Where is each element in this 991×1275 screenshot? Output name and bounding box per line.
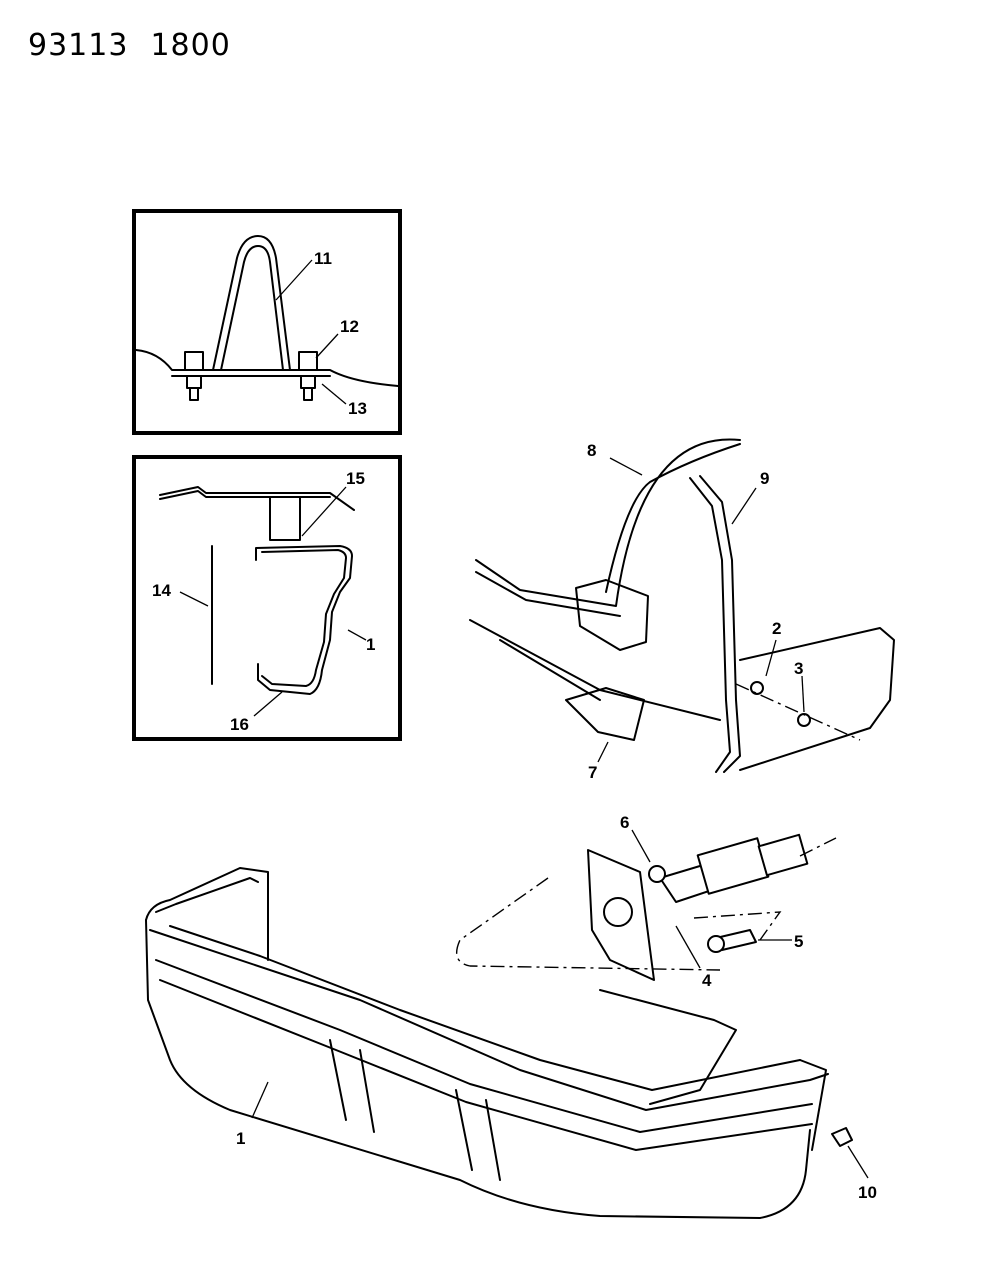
quarter-panel-8-lower [475, 571, 621, 617]
leader-3 [801, 675, 805, 713]
leader-4 [675, 925, 701, 969]
callout-1-inset: 1 [366, 635, 375, 654]
bumper-left-end [145, 867, 269, 961]
leader-1 [251, 1081, 269, 1119]
callout-9: 9 [760, 469, 769, 488]
inset-panel-line [135, 349, 399, 387]
callout-2: 2 [772, 619, 781, 638]
leader-6 [631, 829, 651, 863]
callout-12: 12 [340, 317, 359, 336]
vehicle-rear-body: 8 9 2 3 7 [469, 438, 895, 782]
bumper-center-pad-left [329, 1039, 375, 1133]
bracket-11-inner [220, 245, 284, 371]
centerline-absorber [799, 837, 837, 857]
leader-10 [847, 1145, 869, 1179]
callout-13: 13 [348, 399, 367, 418]
leader-1-inset [347, 629, 367, 641]
bumper-right-end [799, 1059, 827, 1151]
screw-10 [831, 1127, 853, 1147]
leader-16 [253, 691, 283, 717]
leader-8 [609, 457, 643, 476]
quarter-panel-8 [475, 438, 741, 607]
bolt-left [184, 351, 204, 401]
diagram-header: 93113 1800 [28, 28, 253, 63]
leader-15 [301, 486, 347, 537]
inset-bracket-detail: 11 12 13 [132, 209, 402, 435]
callout-14: 14 [152, 581, 171, 600]
absorber-cylinder [757, 833, 809, 877]
callout-16: 16 [230, 715, 249, 734]
section-top-panel-2 [159, 490, 331, 500]
leader-9 [731, 487, 757, 525]
washer-6 [648, 865, 666, 883]
quarter-panel-8-edge [605, 443, 741, 593]
centerline-fasteners [735, 683, 861, 741]
support-bracket-7 [565, 687, 645, 741]
leader-11 [275, 259, 313, 301]
section-top-panel [159, 486, 355, 511]
inset-section-detail: 15 14 1 16 [132, 455, 402, 741]
bolt-5-head [707, 935, 725, 953]
rear-deck-lower [739, 627, 895, 771]
leader-14 [179, 591, 209, 607]
bumper-center-pad-right [455, 1089, 501, 1181]
callout-15: 15 [346, 469, 365, 488]
bumper-mid-line-2 [159, 979, 813, 1151]
bumper-left-end-inner [155, 877, 259, 913]
callout-10: 10 [858, 1183, 877, 1202]
bracket-11 [212, 235, 291, 371]
bumper-top-rail [169, 925, 801, 1091]
leader-2 [765, 639, 777, 677]
callout-3: 3 [794, 659, 803, 678]
leader-12 [315, 333, 339, 359]
leader-7 [597, 741, 609, 763]
energy-absorber-assembly: 6 4 5 [456, 813, 837, 990]
callout-6: 6 [620, 813, 629, 832]
bolt-right [298, 351, 318, 401]
callout-5: 5 [794, 932, 803, 951]
bumper-upper-line [149, 929, 829, 1111]
rear-bumper-fascia: 1 10 [145, 867, 877, 1219]
callout-11: 11 [314, 249, 332, 268]
section-1-fascia [255, 545, 353, 695]
callout-1: 1 [236, 1129, 245, 1148]
group-number: 1800 [150, 28, 231, 63]
bumper-mid-line-1 [155, 959, 813, 1133]
bumper-lower-edge [145, 919, 811, 1219]
section-15-stiffener [269, 496, 301, 541]
section-1-fascia-inner [261, 549, 347, 687]
centerline-mount [456, 877, 721, 971]
nut-3 [797, 713, 811, 727]
inset-frame-bottom [132, 455, 402, 741]
centerline-bolt [693, 911, 782, 941]
diagram-number: 93113 [28, 28, 129, 63]
bumper-inner-reinforcement [599, 989, 737, 1105]
clip-2 [750, 681, 764, 695]
callout-8: 8 [587, 441, 596, 460]
absorber-plate-hole [603, 897, 633, 927]
leader-13 [321, 383, 347, 405]
callout-4: 4 [702, 971, 712, 990]
tail-lamp-9 [689, 477, 731, 773]
inset-frame-top [132, 209, 402, 435]
body-rail-bracket [575, 579, 649, 651]
tail-lamp-9-outer [699, 475, 741, 773]
callout-7: 7 [588, 763, 597, 782]
